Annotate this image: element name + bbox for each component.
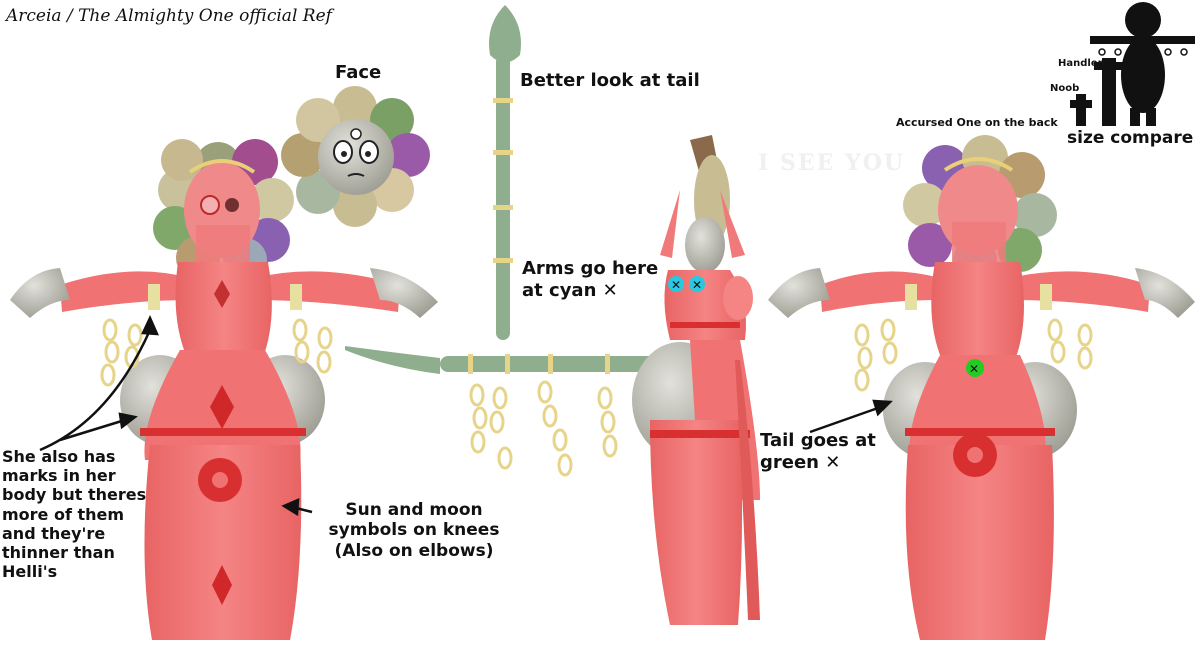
tail-horizontal	[345, 346, 660, 477]
tail-goes-label: Tail goes at green ✕	[760, 430, 876, 473]
face-closeup	[281, 86, 430, 227]
svg-text:✕: ✕	[969, 362, 979, 376]
annotation-arrows	[39, 314, 893, 517]
side-figure: ✕ ✕	[632, 135, 760, 625]
marks-note: She also has marks in her body but there…	[2, 447, 147, 582]
faint-watermark: I SEE YOU	[758, 150, 906, 176]
front-figure	[10, 139, 438, 640]
size-compare-silhouettes	[1070, 2, 1195, 126]
tail-vertical	[489, 5, 521, 340]
arms-label: Arms go here at cyan ✕	[522, 258, 659, 301]
sheet-title: Arceia / The Almighty One official Ref	[6, 6, 332, 26]
size-compare-label: size compare	[1067, 128, 1194, 148]
sun-moon-note: Sun and moon symbols on knees (Also on e…	[328, 500, 500, 561]
noob-label: Noob	[1050, 83, 1080, 94]
handler-label: Handler	[1058, 58, 1103, 69]
tail-look-label: Better look at tail	[520, 70, 700, 91]
svg-text:✕: ✕	[671, 278, 681, 292]
accursed-label: Accursed One on the back	[896, 116, 1058, 129]
back-figure: ✕	[768, 135, 1195, 640]
face-label: Face	[335, 62, 382, 83]
svg-text:✕: ✕	[692, 278, 702, 292]
